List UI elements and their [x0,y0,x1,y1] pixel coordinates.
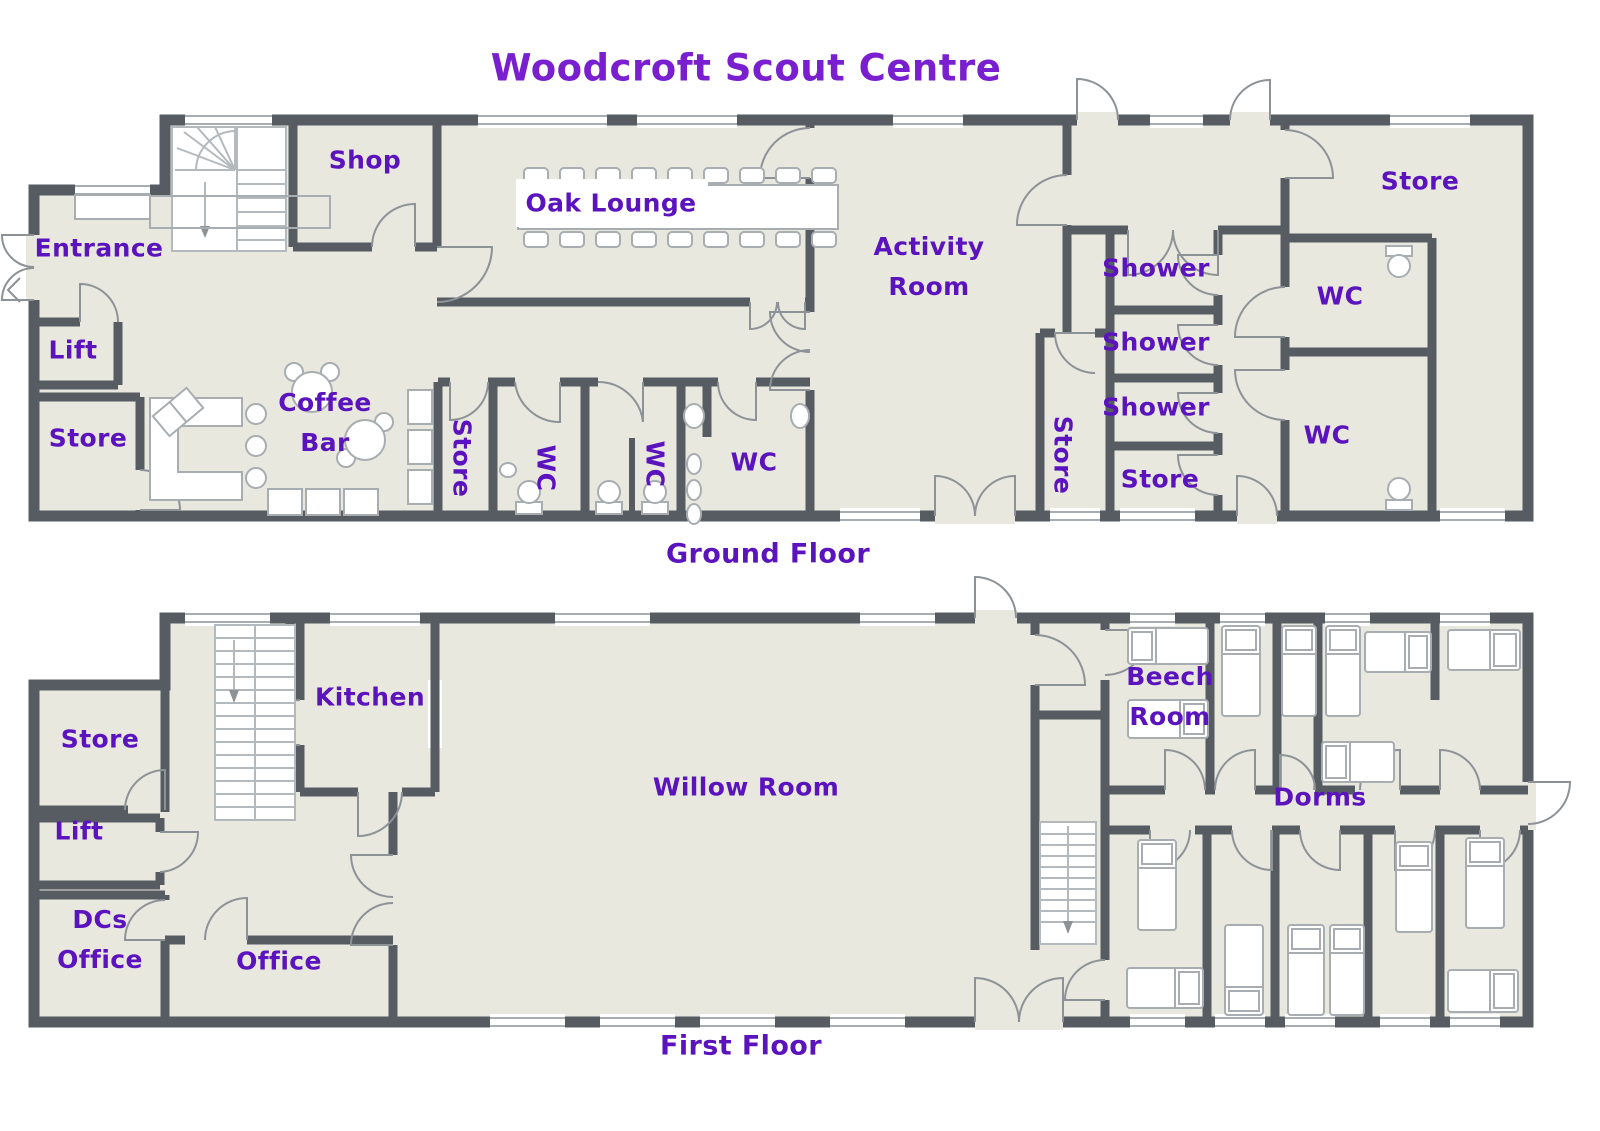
room-label-office: Office [236,946,322,976]
ground-floor-caption: Ground Floor [665,538,871,570]
first-stairs-right [1039,821,1097,945]
room-label-store-ff: Store [60,724,140,754]
first-floor-plan [28,575,1572,1030]
ground-outer-walls [28,114,1534,522]
ground-stairs [171,126,287,252]
ground-floor-plan [0,77,1534,525]
room-label-store-shower: Store [1120,464,1200,494]
first-stairs-left [214,624,296,821]
room-label-wc-3: WC [730,447,778,477]
room-label-entrance: Entrance [34,233,164,263]
room-label-kitchen: Kitchen [314,682,426,712]
ground-exterior-door-gaps [26,112,1277,524]
first-floor-caption: First Floor [660,1030,822,1062]
ground-furniture [74,167,1413,525]
room-label-shop: Shop [328,145,402,175]
room-label-dorms: Dorms [1273,782,1367,812]
room-label-oak-lounge: Oak Lounge [525,188,697,218]
room-label-store-left: Store [48,423,128,453]
room-label-wc-2: WC [640,440,670,488]
oak-lounge-table [516,167,839,248]
first-windows [185,610,1500,1030]
room-label-shower-2: Shower [1102,327,1210,357]
room-label-dcs-office: DCs Office [57,905,143,974]
wc-fixtures [499,245,1413,525]
ground-floor-surface [34,120,1528,516]
room-label-store-top-right: Store [1380,166,1460,196]
first-floor-beds [1126,625,1521,1016]
ground-interior-walls [34,120,1437,516]
room-label-store-corridor: Store [447,418,477,498]
room-label-wc-1: WC [531,444,561,492]
room-label-coffee-bar: Coffee Bar [278,388,372,457]
room-label-shower-1: Shower [1102,253,1210,283]
page-title: Woodcroft Scout Centre [490,46,1002,90]
room-label-activity-room: Activity Room [873,232,985,301]
room-label-shower-3: Shower [1102,392,1210,422]
room-label-lift-ff: Lift [54,816,104,846]
room-label-lift-gf: Lift [48,335,98,365]
room-label-willow-room: Willow Room [652,772,840,802]
room-label-beech-room: Beech Room [1126,662,1214,731]
room-label-wc-right-upper: WC [1316,281,1364,311]
ground-door-swings [0,77,1335,517]
room-label-wc-right-lower: WC [1303,420,1351,450]
room-label-store-mid: Store [1048,415,1078,495]
first-interior-walls [34,618,1528,1022]
coffee-bar-counter [149,362,433,516]
